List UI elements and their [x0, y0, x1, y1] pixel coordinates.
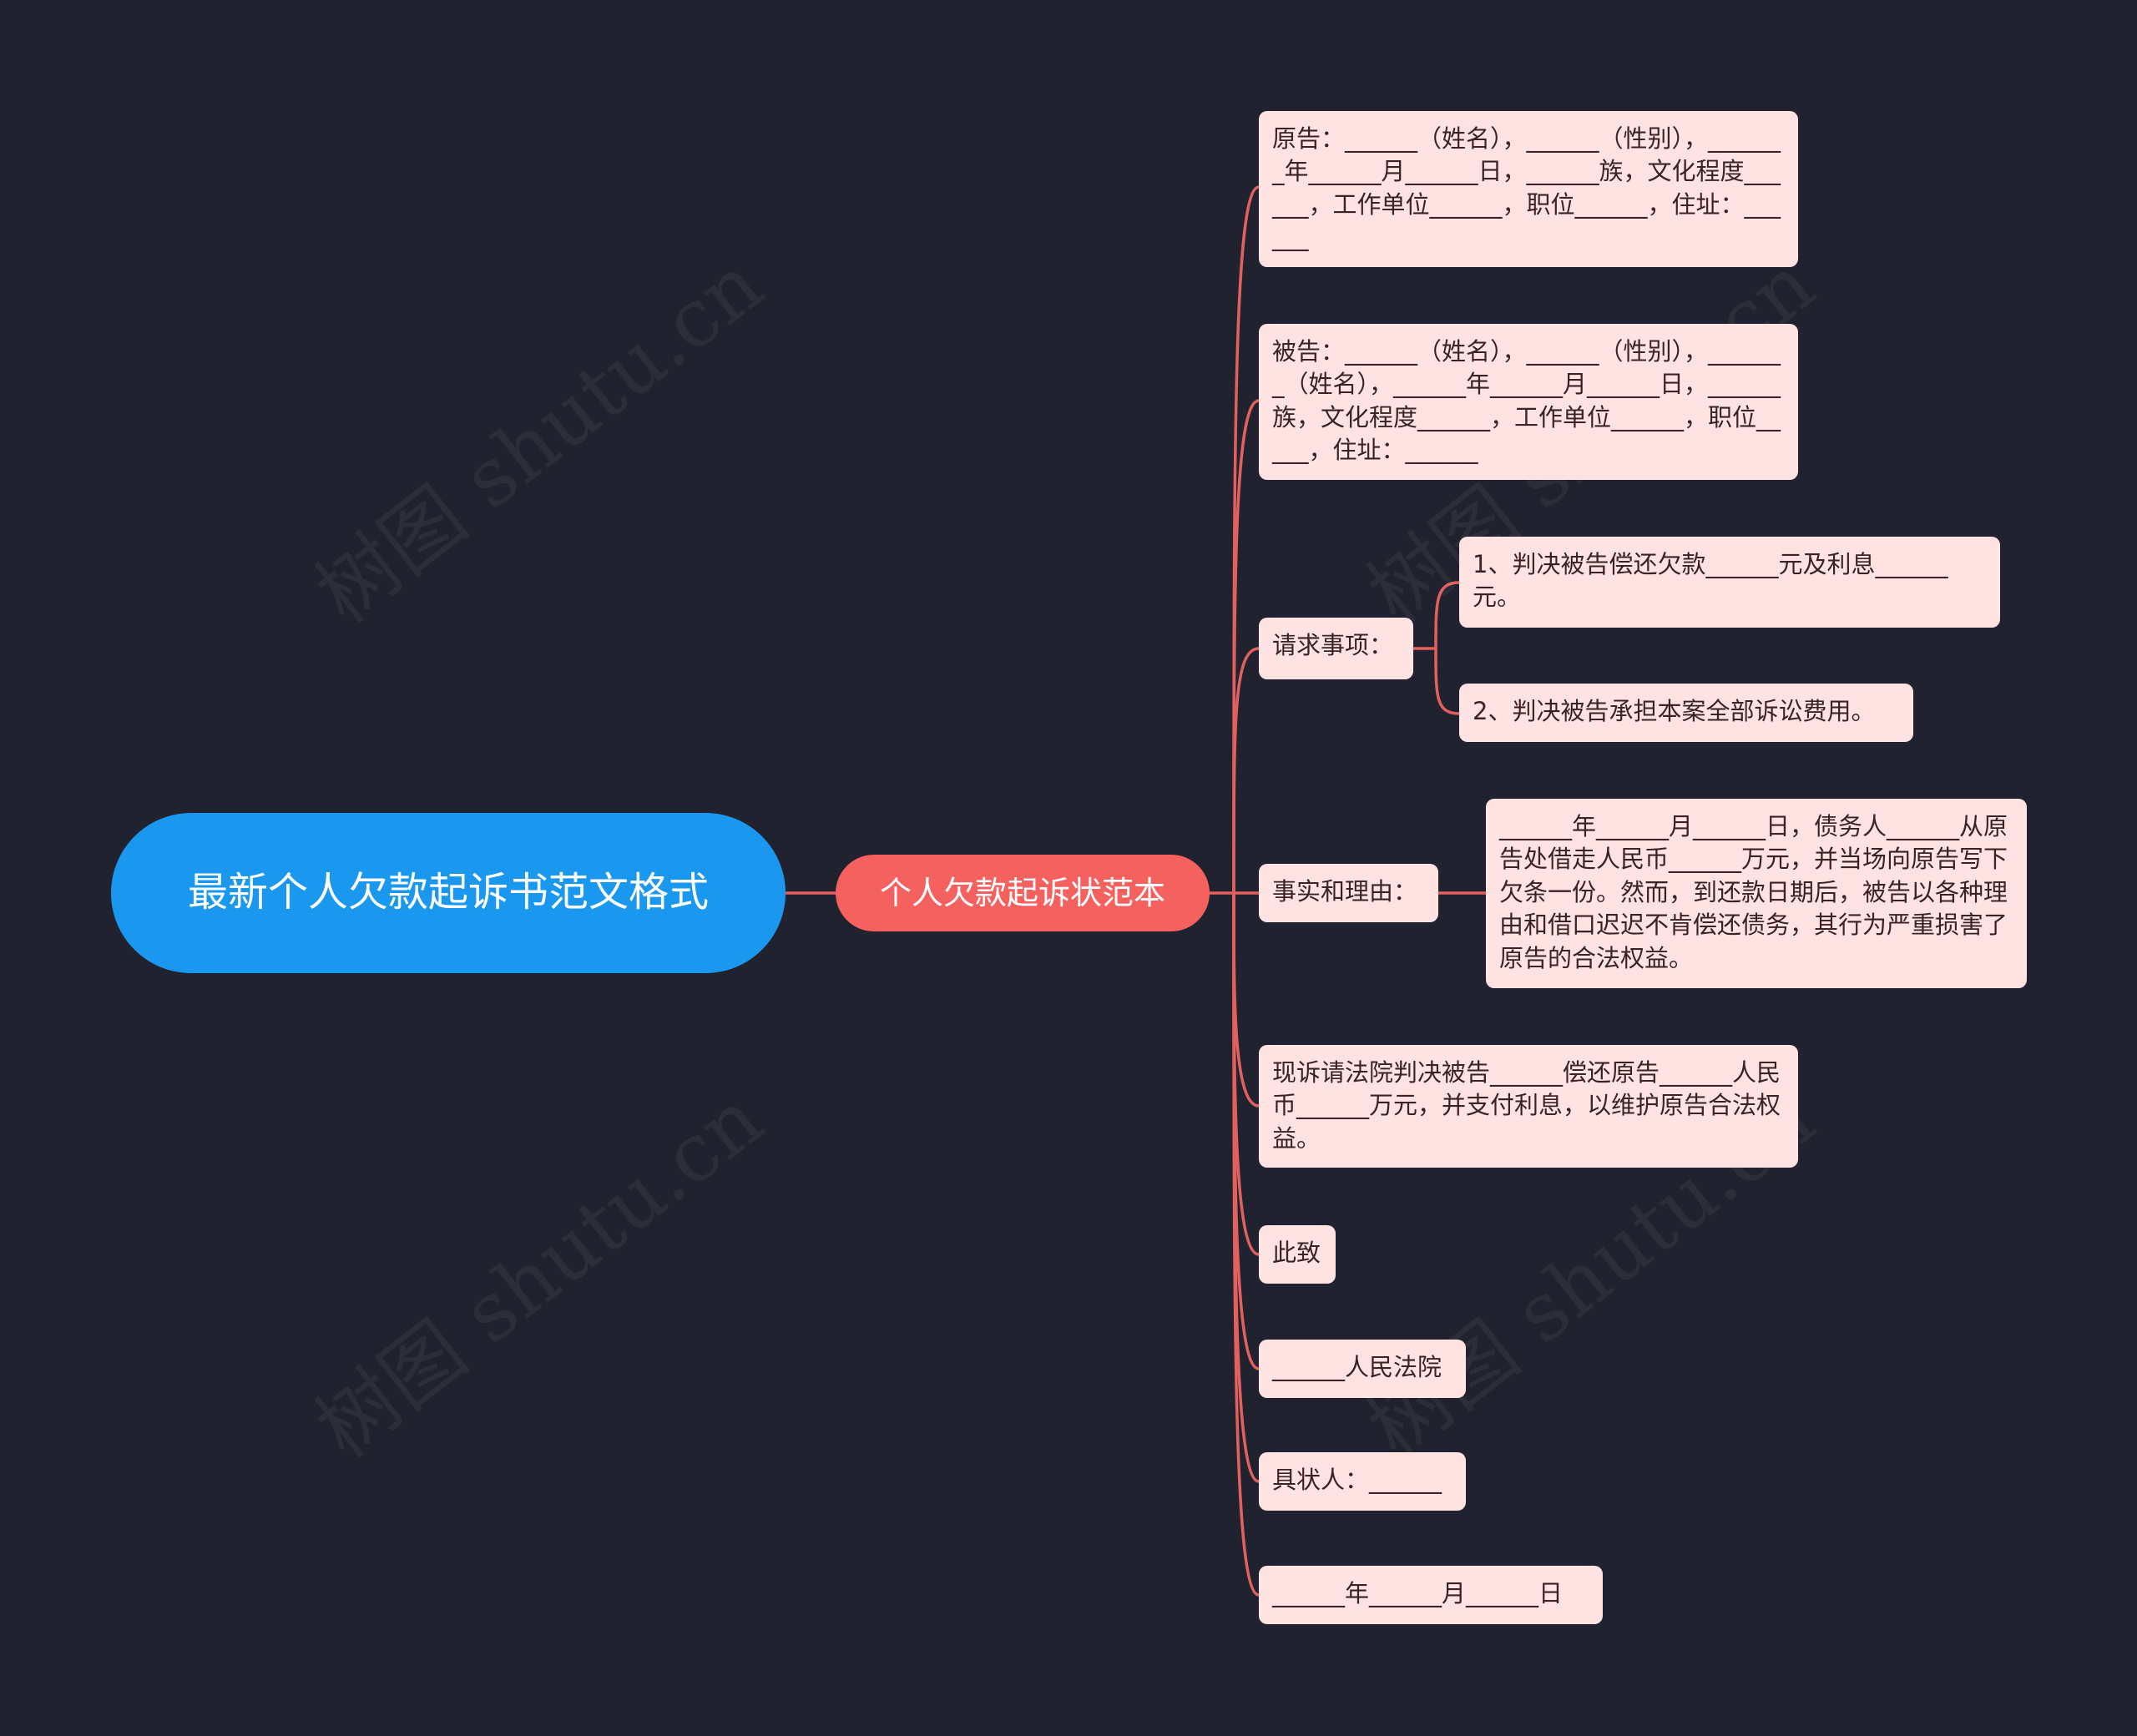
facts-detail-node[interactable]: ______年______月______日，债务人______从原告处借走人民币…: [1486, 799, 2027, 988]
connector-claim-1: [1434, 581, 1461, 650]
plaintiff-node-text: 原告：______（姓名），______（性别），_______年______月…: [1272, 124, 1781, 252]
date-node[interactable]: ______年______月______日: [1259, 1566, 1603, 1624]
claims-node[interactable]: 请求事项：: [1259, 618, 1413, 679]
claims-node-text: 请求事项：: [1272, 631, 1394, 659]
connector-petition: [1232, 891, 1260, 1108]
date-node-text: ______年______月______日: [1272, 1579, 1564, 1607]
branch-node-label: 个人欠款起诉状范本: [879, 874, 1165, 911]
plaintiff-signature-node-text: 具状人：______: [1272, 1466, 1442, 1494]
connector-defendant: [1232, 399, 1260, 895]
closing-node[interactable]: 此致: [1259, 1225, 1336, 1284]
defendant-node[interactable]: 被告：______（姓名），______（性别），_______（姓名），___…: [1259, 324, 1798, 480]
facts-node-text: 事实和理由：: [1272, 877, 1418, 906]
court-node[interactable]: ______人民法院: [1259, 1340, 1466, 1398]
claim-item-1[interactable]: 1、判决被告偿还欠款______元及利息______元。: [1459, 537, 2000, 628]
facts-detail-node-text: ______年______月______日，债务人______从原告处借走人民币…: [1499, 812, 2008, 972]
court-node-text: ______人民法院: [1272, 1353, 1442, 1381]
branch-node[interactable]: 个人欠款起诉状范本: [836, 855, 1210, 931]
connector-claims: [1232, 647, 1260, 895]
facts-node[interactable]: 事实和理由：: [1259, 864, 1438, 922]
claim-item-1-text: 1、判决被告偿还欠款______元及利息______元。: [1473, 550, 1948, 612]
closing-node-text: 此致: [1272, 1239, 1321, 1267]
defendant-node-text: 被告：______（姓名），______（性别），_______（姓名），___…: [1272, 337, 1781, 465]
petition-node[interactable]: 现诉请法院判决被告______偿还原告______人民币______万元，并支付…: [1259, 1045, 1798, 1168]
root-node-label: 最新个人欠款起诉书范文格式: [187, 869, 709, 916]
petition-node-text: 现诉请法院判决被告______偿还原告______人民币______万元，并支付…: [1272, 1058, 1781, 1153]
root-node[interactable]: 最新个人欠款起诉书范文格式: [111, 813, 786, 973]
plaintiff-node[interactable]: 原告：______（姓名），______（性别），_______年______月…: [1259, 111, 1798, 267]
claim-item-2-text: 2、判决被告承担本案全部诉讼费用。: [1473, 697, 1876, 725]
connector-claim-2: [1434, 647, 1461, 715]
claim-item-2[interactable]: 2、判决被告承担本案全部诉讼费用。: [1459, 684, 1913, 742]
plaintiff-signature-node[interactable]: 具状人：______: [1259, 1452, 1466, 1511]
connector-date: [1232, 891, 1260, 1597]
connector-closing: [1232, 891, 1260, 1256]
